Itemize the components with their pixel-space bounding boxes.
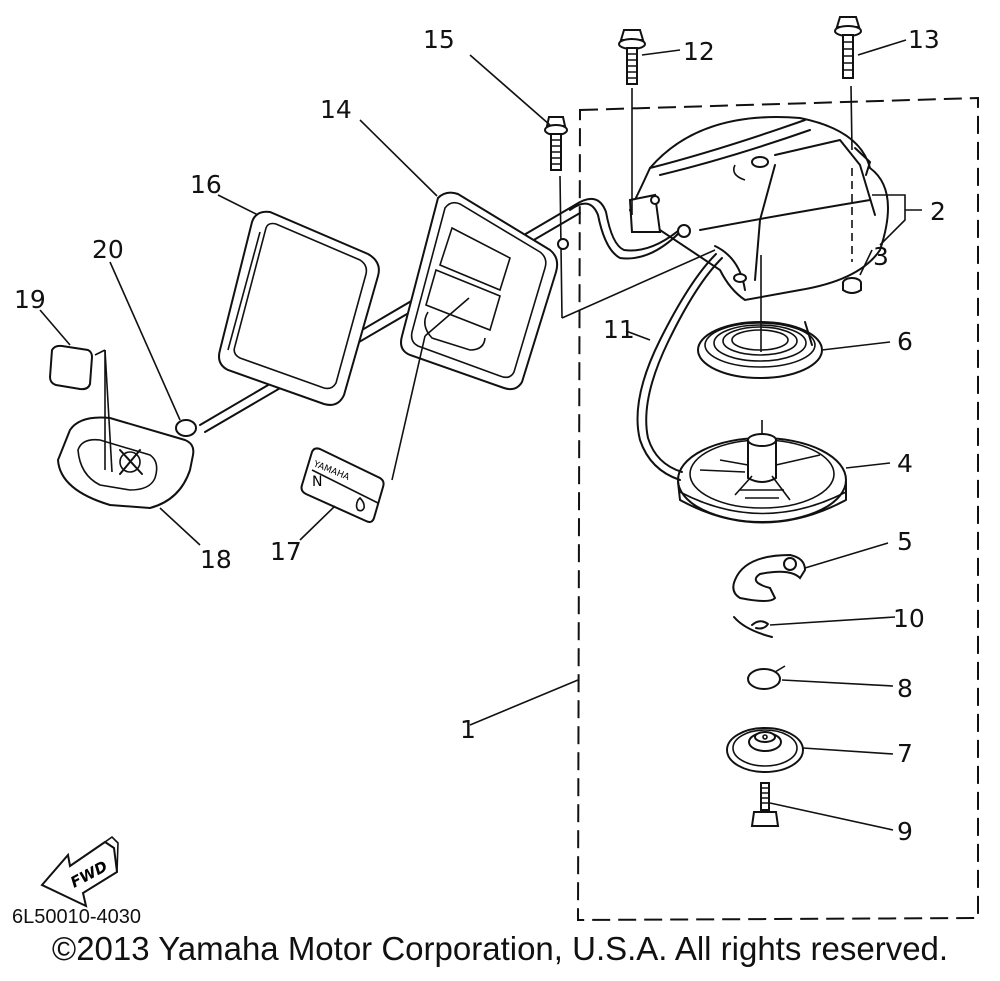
fwd-arrow-icon: FWD: [40, 835, 119, 908]
callout-13[interactable]: 13: [908, 25, 940, 54]
sheave-drum[interactable]: [677, 420, 847, 524]
callout-3[interactable]: 3: [873, 242, 889, 271]
callout-6[interactable]: 6: [897, 327, 913, 356]
drop-icon: [355, 496, 365, 512]
callout-10[interactable]: 10: [893, 604, 925, 633]
rope-guide[interactable]: [391, 191, 569, 481]
grommet-3[interactable]: [842, 277, 862, 294]
callout-4[interactable]: 4: [897, 449, 913, 478]
seal-19[interactable]: [48, 344, 113, 473]
callout-2[interactable]: 2: [930, 197, 946, 226]
callout-8[interactable]: 8: [897, 674, 913, 703]
callout-18[interactable]: 18: [200, 545, 232, 574]
decal-symbol: N: [312, 474, 322, 490]
starter-handle[interactable]: [56, 416, 195, 510]
callout-7[interactable]: 7: [897, 739, 913, 768]
diagram-part-number: 6L50010-4030: [12, 906, 142, 928]
starter-case[interactable]: [628, 116, 889, 302]
seal-frame[interactable]: [218, 210, 380, 406]
callout-12[interactable]: 12: [683, 37, 715, 66]
yamaha-decal: YAMAHA N: [300, 447, 385, 523]
callout-1[interactable]: 1: [460, 715, 476, 744]
callout-16[interactable]: 16: [190, 170, 222, 199]
callout-5[interactable]: 5: [897, 527, 913, 556]
copyright-notice: ©2013 Yamaha Motor Corporation, U.S.A. A…: [51, 930, 949, 967]
callout-14[interactable]: 14: [320, 95, 352, 124]
spring-8[interactable]: [747, 665, 786, 690]
drive-plate[interactable]: [726, 727, 804, 773]
rope-stopper[interactable]: [175, 419, 197, 437]
bolt-13[interactable]: [834, 16, 862, 262]
assembly-boundary: [576, 96, 979, 922]
callout-9[interactable]: 9: [897, 817, 913, 846]
leader-lines: [39, 39, 922, 831]
spring-clip[interactable]: [733, 616, 773, 638]
callout-17[interactable]: 17: [270, 537, 302, 566]
callout-15[interactable]: 15: [423, 25, 455, 54]
callout-11[interactable]: 11: [603, 315, 635, 344]
callout-20[interactable]: 20: [92, 235, 124, 264]
callout-labels: 1 2 3 4 5 6 7 8 9 10 11 12 13 14 15 16 1…: [14, 25, 946, 846]
drive-pawl[interactable]: [732, 553, 807, 602]
bolt-12[interactable]: [618, 29, 646, 215]
callout-19[interactable]: 19: [14, 285, 46, 314]
bolt-9[interactable]: [750, 782, 780, 827]
